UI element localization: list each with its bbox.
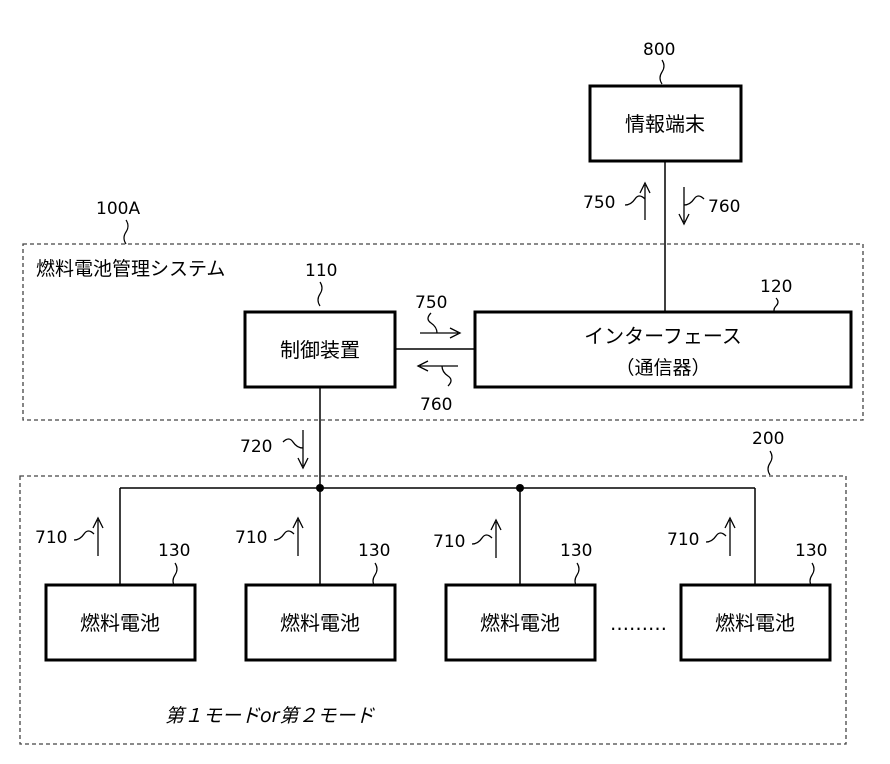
- cell-up-label-4: 710: [667, 530, 699, 550]
- fuel-cell-group-ref: 200: [752, 429, 784, 449]
- fuel-cell-group-ref-leader: [768, 451, 772, 475]
- fuel-cell-label-2: 燃料電池: [280, 611, 360, 635]
- terminal-ref-leader: [660, 60, 664, 84]
- fuel-cell-label-3: 燃料電池: [480, 611, 560, 635]
- cell-up-label-2: 710: [235, 528, 267, 548]
- cell-ref-2: 130: [358, 541, 390, 561]
- system-title: 燃料電池管理システム: [36, 258, 225, 280]
- terminal-label: 情報端末: [625, 112, 705, 136]
- controller-ref-leader: [318, 282, 322, 306]
- cell-ref-4: 130: [795, 541, 827, 561]
- cell-up-label-1: 710: [35, 528, 67, 548]
- signal-ctrl-to-if-label: 750: [415, 293, 447, 313]
- fuel-cell-label-1: 燃料電池: [80, 611, 160, 635]
- interface-sublabel: （通信器）: [615, 357, 710, 379]
- system-ref-leader: [124, 220, 128, 244]
- signal-terminal-up-label: 750: [583, 193, 615, 213]
- cell-ref-1: 130: [158, 541, 190, 561]
- signal-ctrl-down-label: 720: [240, 437, 272, 457]
- cell-up-label-3: 710: [433, 532, 465, 552]
- signal-terminal-down-label: 760: [708, 197, 740, 217]
- terminal-ref: 800: [643, 40, 675, 60]
- signal-if-to-ctrl-label: 760: [420, 395, 452, 415]
- interface-label: インターフェース: [584, 324, 742, 348]
- controller-ref: 110: [305, 261, 337, 281]
- system-ref: 100A: [96, 199, 140, 219]
- interface-ref: 120: [760, 277, 792, 297]
- mode-label: 第１モードor第２モード: [165, 705, 375, 727]
- fuel-cell-label-4: 燃料電池: [715, 611, 795, 635]
- controller-label: 制御装置: [280, 338, 360, 362]
- cell-ref-3: 130: [560, 541, 592, 561]
- arrow-ctrl-to-if: [420, 313, 458, 333]
- fuel-cell-ellipsis: ………: [610, 613, 667, 635]
- arrow-if-to-ctrl: [420, 366, 458, 386]
